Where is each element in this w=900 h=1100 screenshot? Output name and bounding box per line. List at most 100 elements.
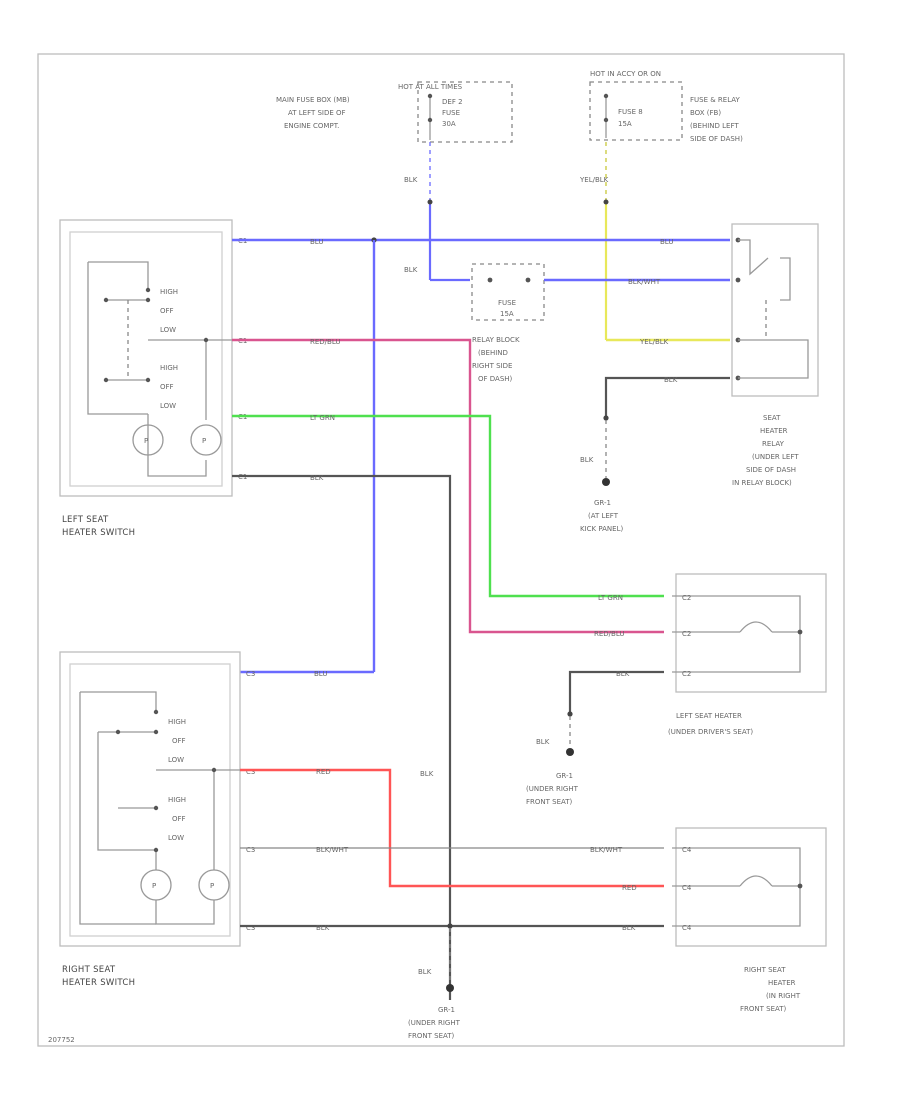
lt-grn-label-right: LT GRN (598, 594, 623, 602)
blu-relay-right-label: BLK/WHT (628, 278, 661, 286)
diagram-frame (37, 53, 845, 1047)
fuse-f1-mid-node (427, 117, 433, 123)
left-heater-int-1 (672, 595, 801, 632)
left-switch-int-7 (147, 414, 207, 477)
left-switch-low-2: LOW (160, 402, 176, 410)
relay-pin-2 (735, 277, 741, 283)
main-fuse-box-outline (417, 81, 513, 143)
fuse-relay-box-line3: (BEHIND LEFT (690, 122, 739, 130)
right-heater-caption-1: RIGHT SEAT (744, 966, 786, 974)
left-heater-node (797, 629, 803, 635)
red-wire (240, 768, 664, 888)
fuse-f1-line1: DEF 2 (442, 98, 463, 106)
left-switch-node-2 (145, 297, 151, 303)
relay-ground-label: BLK (664, 376, 678, 384)
relay-block-line3: RIGHT SIDE (472, 362, 512, 370)
g-under-right-2-a: GR-1 (438, 1006, 455, 1014)
relay-block-line1: RELAY BLOCK (472, 336, 520, 344)
blk-wire-left-label: BLK (310, 474, 324, 482)
relay-ground-wire (604, 376, 730, 418)
left-switch-caption-1: LEFT SEAT (62, 515, 109, 525)
hot-at-all-times-label: HOT AT ALL TIMES (398, 83, 463, 91)
fuse-f1-line2: FUSE (442, 109, 460, 117)
left-switch-off-1: OFF (160, 307, 174, 315)
relay-fuse-line1: FUSE (498, 299, 516, 307)
right-switch-int-2 (79, 692, 156, 925)
right-switch-inner (69, 663, 231, 937)
blk-right-splice (447, 923, 453, 929)
main-fuse-box-line1: MAIN FUSE BOX (MB) (276, 96, 350, 104)
relay-caption-5: SIDE OF DASH (746, 466, 796, 474)
left-switch-node-6 (203, 337, 209, 343)
left-switch-box (59, 219, 233, 497)
blk-wht-label-left: BLK/WHT (316, 846, 349, 854)
blk-wire-rh-label-right: BLK (622, 924, 636, 932)
yel-wire-relay-label: YEL/BLK (639, 338, 669, 346)
relay-box (731, 223, 819, 397)
left-heater-box (675, 573, 827, 693)
left-switch-int-1 (88, 261, 149, 290)
left-switch-node-4 (103, 377, 109, 383)
relay-caption-1: SEAT (763, 414, 781, 422)
g-under-right-1-b: (UNDER RIGHT (526, 785, 579, 793)
right-switch-box (59, 651, 241, 947)
right-heater-box (675, 827, 827, 947)
right-switch-caption-2: HEATER SWITCH (62, 978, 135, 988)
fuse-f1-top-node (427, 93, 433, 99)
relay-caption-3: RELAY (762, 440, 785, 448)
red-wire-label-right: RED (622, 884, 637, 892)
left-switch-off-2: OFF (160, 383, 174, 391)
right-heater-caption-4: FRONT SEAT) (740, 1005, 787, 1013)
g-left-kick-2: (AT LEFT (588, 512, 619, 520)
right-heater-int-1 (672, 847, 801, 886)
left-switch-inner (69, 231, 223, 487)
fuse-f2-line2: 15A (618, 120, 632, 128)
right-switch-caption-1: RIGHT SEAT (62, 965, 116, 975)
right-switch-high-2: HIGH (168, 796, 186, 804)
g-under-right-2-c: FRONT SEAT) (408, 1032, 455, 1040)
relay-block-fuse-box (471, 263, 545, 321)
right-switch-high-1: HIGH (168, 718, 186, 726)
relay-contact (738, 239, 769, 276)
g-under-right-2-b: (UNDER RIGHT (408, 1019, 461, 1027)
lh-pin-3-conn: C2 (682, 670, 691, 678)
blk-wht-label-right: BLK/WHT (590, 846, 623, 854)
relay-caption-2: HEATER (760, 427, 788, 435)
blu-wire-top-label-left: BLU (310, 238, 323, 246)
right-switch-off-2: OFF (172, 815, 186, 823)
right-switch-node-5 (153, 847, 159, 853)
blu-wire-rs-label: BLU (314, 670, 327, 678)
left-heater-ground-node (567, 711, 573, 717)
left-heater-ground-label: BLK (616, 670, 630, 678)
fuse-f2-line1: FUSE 8 (618, 108, 643, 116)
lt-grn-label-left: LT GRN (310, 414, 335, 422)
relay-fuse-node-1 (487, 277, 493, 283)
rs-pin-4-conn: C3 (246, 924, 255, 932)
right-heater-node (797, 883, 803, 889)
left-heater-ground-symbol (566, 748, 574, 756)
relay-fuse-node-2 (525, 277, 531, 283)
right-switch-int-4 (97, 732, 156, 851)
blk-wire-rh-label-left: BLK (316, 924, 330, 932)
relay-coil (738, 339, 809, 379)
left-switch-high-1: HIGH (160, 288, 178, 296)
rh-pin-1-conn: C4 (682, 846, 692, 854)
left-switch-high-2: HIGH (160, 364, 178, 372)
right-switch-low-2: LOW (168, 834, 184, 842)
fuse-f2-top-node (603, 93, 609, 99)
main-fuse-box-line3: ENGINE COMPT. (284, 122, 339, 130)
blk-wire-mid-label: BLK (420, 770, 434, 778)
left-heater-ground-blk: BLK (536, 738, 550, 746)
red-blu-wire (232, 338, 664, 634)
rh-pin-2-conn: C4 (682, 884, 692, 892)
yel-feed-node (603, 199, 609, 205)
relay-block-line4: OF DASH) (478, 375, 513, 383)
left-switch-caption-2: HEATER SWITCH (62, 528, 135, 538)
right-heater-caption-3: (IN RIGHT (766, 992, 801, 1000)
blu-feed-node (427, 199, 433, 205)
lh-pin-1-conn: C2 (682, 594, 691, 602)
left-switch-node-3 (103, 297, 109, 303)
relay-block-line2: (BEHIND (478, 349, 508, 357)
relay-ground-symbol (602, 478, 610, 486)
